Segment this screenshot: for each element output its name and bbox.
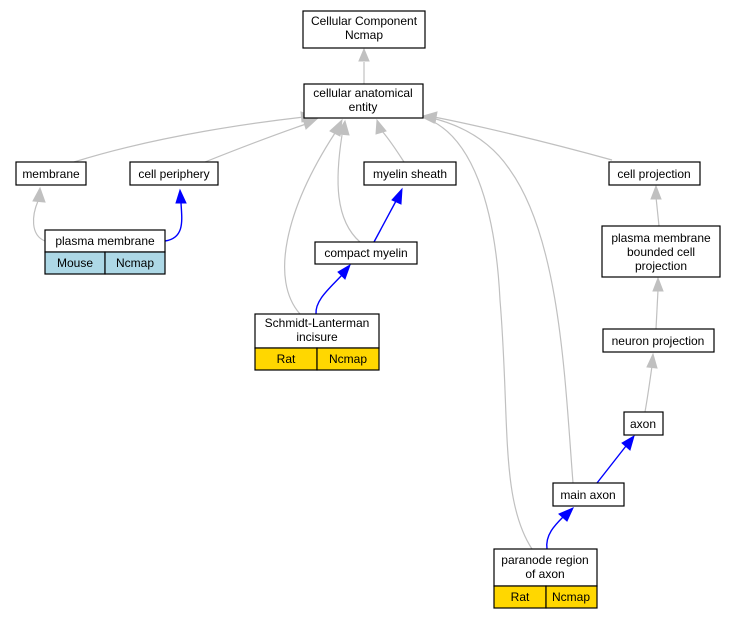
arrowhead-cae-from-sheath xyxy=(375,118,387,135)
edge-cell-projection-to-cae xyxy=(433,116,613,161)
node-myelin-sheath[interactable]: myelin sheath xyxy=(363,161,457,186)
source-cell-ncmap xyxy=(316,347,380,371)
edges-is-a xyxy=(33,62,660,550)
edge-main-axon-to-axon xyxy=(596,445,627,484)
arrowhead-compact-myelin xyxy=(337,263,351,280)
node-label: plasma membrane xyxy=(55,234,155,248)
node-label-line2: of axon xyxy=(525,567,564,581)
source-label: Ncmap xyxy=(116,256,154,270)
node-label-line1: Schmidt-Lanterman xyxy=(265,316,370,330)
node-label: myelin sheath xyxy=(373,167,447,181)
node-label-line2: entity xyxy=(349,100,378,114)
species-label: Rat xyxy=(277,352,296,366)
node-label: main axon xyxy=(560,488,615,502)
edge-paranode-to-main-axon xyxy=(546,516,564,550)
node-compact-myelin[interactable]: compact myelin xyxy=(314,241,418,265)
arrowhead-cell-periphery xyxy=(175,188,187,204)
node-membrane[interactable]: membrane xyxy=(15,161,87,186)
edge-myelin-sheath-to-cae xyxy=(381,130,405,163)
node-cell-projection[interactable]: cell projection xyxy=(608,161,701,186)
node-label: cell projection xyxy=(617,167,690,181)
edge-schmidt-to-compact-myelin xyxy=(315,274,343,315)
node-label-line1: paranode region xyxy=(501,553,588,567)
edge-paranode-to-cae xyxy=(431,120,533,550)
edge-main-axon-to-cae xyxy=(431,117,574,484)
node-label-line1: Cellular Component xyxy=(311,14,418,28)
arrowheads-is-a xyxy=(32,47,664,369)
node-cellular-component-ncmap[interactable]: Cellular Component Ncmap xyxy=(302,10,426,49)
edge-membrane-to-cae xyxy=(73,116,305,163)
node-cellular-anatomical-entity[interactable]: cellular anatomical entity xyxy=(303,83,424,119)
arrowhead-cell-projection xyxy=(650,184,662,200)
arrowhead-cae-from-schmidt xyxy=(329,118,343,137)
node-plasma-membrane[interactable]: plasma membrane Mouse Ncmap xyxy=(44,229,166,275)
arrowhead-axon xyxy=(621,434,635,451)
source-label: Ncmap xyxy=(329,352,367,366)
edge-pmbcp-to-cell-projection xyxy=(655,196,660,227)
node-label: cell periphery xyxy=(138,167,209,181)
edge-plasma-membrane-to-cell-periphery xyxy=(164,202,183,242)
arrowhead-root xyxy=(358,47,370,62)
node-plasma-membrane-bounded-cell-projection[interactable]: plasma membrane bounded cell projection xyxy=(601,225,721,278)
source-cell-ncmap xyxy=(545,585,598,609)
arrowhead-main-axon xyxy=(558,507,574,522)
node-main-axon[interactable]: main axon xyxy=(552,482,625,507)
edges-part-of xyxy=(164,200,627,550)
edge-plasma-membrane-to-membrane xyxy=(33,200,46,242)
node-label-line2: bounded cell xyxy=(627,245,695,259)
arrowhead-neuron-projection xyxy=(646,352,658,369)
node-cell-periphery[interactable]: cell periphery xyxy=(129,161,219,186)
node-label: axon xyxy=(630,417,656,431)
node-schmidt-lanterman-incisure[interactable]: Schmidt-Lanterman incisure Rat Ncmap xyxy=(254,313,380,371)
node-label-line1: plasma membrane xyxy=(611,231,711,245)
node-label-line2: incisure xyxy=(296,330,338,344)
source-label: Ncmap xyxy=(552,590,590,604)
node-label-line2: Ncmap xyxy=(345,28,383,42)
node-paranode-region-of-axon[interactable]: paranode region of axon Rat Ncmap xyxy=(493,548,598,609)
edge-neuron-projection-to-pmbcp xyxy=(655,289,659,330)
arrowhead-cae-from-main-axon xyxy=(420,112,436,124)
node-label: neuron projection xyxy=(612,334,705,348)
node-label: membrane xyxy=(22,167,80,181)
edge-axon-to-neuron-projection xyxy=(644,365,653,413)
source-cell-ncmap xyxy=(104,251,166,275)
node-label: compact myelin xyxy=(324,246,407,260)
species-label: Mouse xyxy=(57,256,93,270)
species-label: Rat xyxy=(511,590,530,604)
node-label-line3: projection xyxy=(635,259,687,273)
edge-schmidt-to-cae xyxy=(284,132,336,315)
edge-compact-myelin-to-myelin-sheath xyxy=(373,200,397,243)
arrowhead-membrane xyxy=(32,186,46,203)
arrowhead-pmbcp xyxy=(652,276,664,292)
edge-cell-periphery-to-cae xyxy=(204,123,307,163)
node-axon[interactable]: axon xyxy=(623,411,664,436)
arrowhead-myelin-sheath xyxy=(391,187,403,205)
edge-compact-myelin-to-cae xyxy=(337,134,361,243)
node-label-line1: cellular anatomical xyxy=(313,86,412,100)
arrowheads-part-of xyxy=(175,187,635,522)
arrowhead-cae-from-periphery xyxy=(302,117,320,130)
node-neuron-projection[interactable]: neuron projection xyxy=(602,328,715,353)
